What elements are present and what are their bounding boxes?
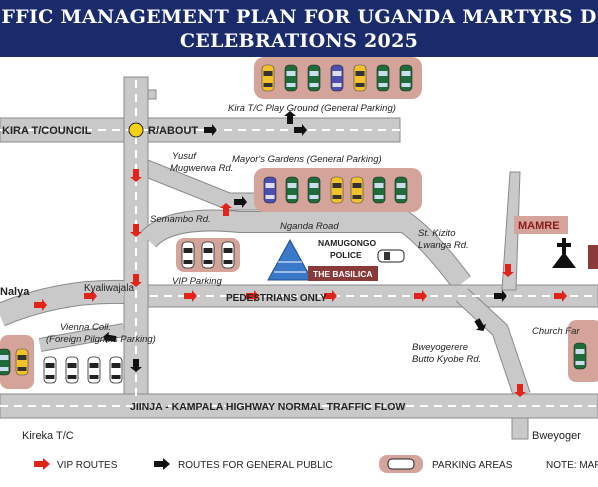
vienna-label-1: Vienna Coll. <box>60 322 111 333</box>
cross-icon <box>552 238 576 268</box>
church-farm-parking-area <box>568 320 598 382</box>
nalya-label: Nalya <box>0 286 30 298</box>
pedestrians-only-label: PEDESTRIANS ONLY <box>226 293 327 304</box>
page-title-line2: CELEBRATIONS 2025 <box>179 29 419 52</box>
general-route-legend-icon <box>154 458 170 470</box>
kira-parking-area <box>254 57 422 99</box>
mayors-gardens-label: Mayor's Gardens (General Parking) <box>232 154 382 165</box>
highway-label: JIINJA - KAMPALA HIGHWAY NORMAL TRAFFIC … <box>130 401 405 413</box>
basilica-label: THE BASILICA <box>313 269 373 279</box>
legend-parking-label: PARKING AREAS <box>432 460 513 471</box>
vip-route-legend-icon <box>34 458 50 470</box>
traffic-map: KIRA T/COUNCIL R/ABOUT Kira T/C Play Gro… <box>0 57 598 442</box>
vienna-parking-area <box>43 356 123 384</box>
pedestrians-only-road <box>147 284 598 308</box>
nganda-road-label: Nganda Road <box>280 221 339 232</box>
roundabout-label: R/ABOUT <box>148 125 198 137</box>
kizito-label-2: Lwanga Rd. <box>418 240 469 251</box>
mamre-road <box>501 171 521 291</box>
church-farm-label: Church Far <box>532 326 580 337</box>
mamre-label: MAMRE <box>518 220 560 232</box>
kireka-label: Kireka T/C <box>22 430 74 442</box>
bweyogerere-road-label-1: Bweyogerere <box>412 342 468 353</box>
bweyogerere-label: Bweyoger <box>532 430 581 442</box>
kyaliwajala-label: Kyaliwajala <box>84 283 134 294</box>
mayors-gardens-parking-area <box>254 168 422 212</box>
yusuf-label-2: Mugwerwa Rd. <box>170 163 233 174</box>
header-banner: FFIC MANAGEMENT PLAN FOR UGANDA MARTYRS … <box>0 0 598 57</box>
legend-general-label: ROUTES FOR GENERAL PUBLIC <box>178 460 333 471</box>
semambo-label: Semambo Rd. <box>150 214 211 225</box>
police-label-2: POLICE <box>330 250 362 260</box>
left-parking-area <box>0 335 34 389</box>
yusuf-label-1: Yusuf <box>172 151 197 162</box>
mamre-label-box <box>514 216 568 234</box>
vip-parking-area <box>176 238 240 272</box>
vip-parking-label: VIP Parking <box>172 276 223 287</box>
basilica-label-box <box>308 266 378 281</box>
basilica-icon <box>267 238 313 281</box>
map-legend: VIP ROUTES ROUTES FOR GENERAL PUBLIC PAR… <box>0 448 598 487</box>
page-title-line1: FFIC MANAGEMENT PLAN FOR UGANDA MARTYRS … <box>1 5 597 28</box>
kizito-label-1: St. Kizito <box>418 228 456 239</box>
vienna-label-2: (Foreign Pilgrims Parking) <box>46 334 156 345</box>
police-label-1: NAMUGONGO <box>318 238 376 248</box>
legend-vip-label: VIP ROUTES <box>57 460 118 471</box>
kira-council-label: KIRA T/COUNCIL <box>2 125 92 137</box>
police-car-icon <box>377 249 405 263</box>
parking-legend-icon <box>379 455 423 473</box>
legend-note: NOTE: MAP <box>546 460 598 471</box>
kira-parking-label: Kira T/C Play Ground (General Parking) <box>228 103 396 114</box>
bweyogerere-road-label-2: Butto Kyobe Rd. <box>412 354 481 365</box>
roundabout-marker <box>128 122 144 138</box>
